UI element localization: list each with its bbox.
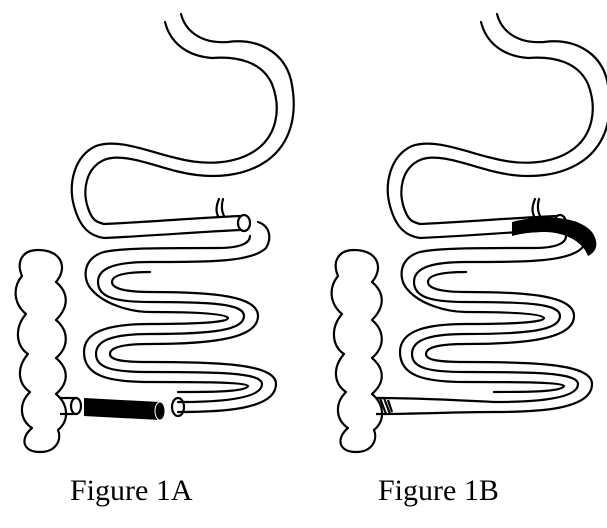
gut-outline-a <box>16 14 294 452</box>
figure-1a-caption: Figure 1A <box>70 474 193 508</box>
black-segment-b <box>512 217 596 256</box>
distal-cut-end-a <box>172 398 184 416</box>
ileocolic-anastomosis-b <box>376 398 494 414</box>
figure-1b-diagram <box>332 14 607 452</box>
black-segment-a <box>84 398 165 420</box>
figure-1a-diagram <box>16 14 294 452</box>
figure-1b-caption: Figure 1B <box>378 474 499 508</box>
